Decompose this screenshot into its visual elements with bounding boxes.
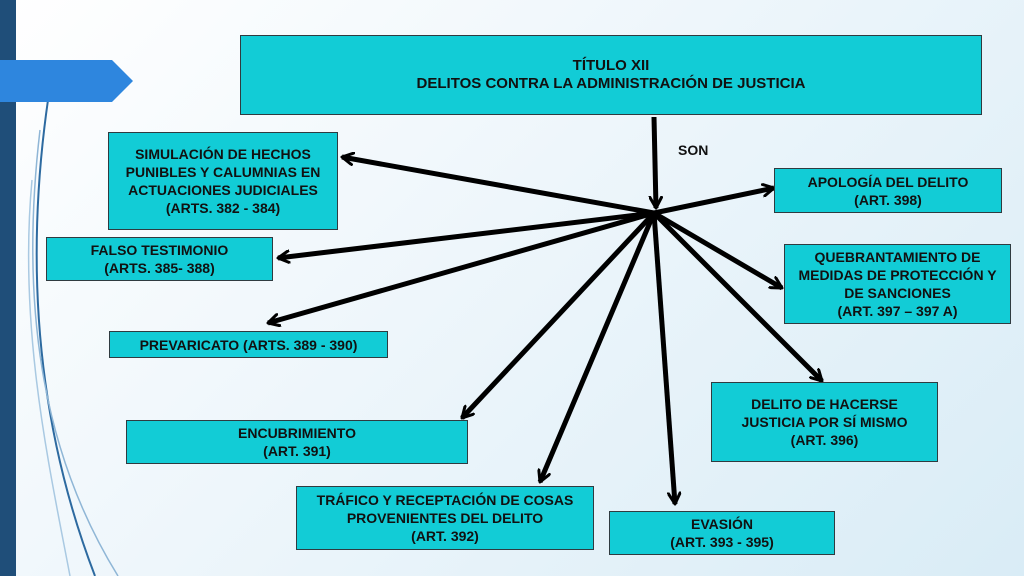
node-text: DE SANCIONES [844,285,951,301]
arrow-to-trafico [540,212,657,482]
node-encubrimiento: ENCUBRIMIENTO (ART. 391) [126,420,468,464]
title-line-2: DELITOS CONTRA LA ADMINISTRACIÓN DE JUST… [416,75,806,92]
node-quebrantamiento: QUEBRANTAMIENTO DE MEDIDAS DE PROTECCIÓN… [784,244,1011,324]
arrow-title-to-hub [654,116,656,208]
node-falso-testimonio: FALSO TESTIMONIO (ARTS. 385- 388) [46,237,273,281]
node-text: EVASIÓN [691,516,753,532]
node-text: (ART. 392) [411,528,479,544]
son-label: SON [678,142,709,158]
node-text: SIMULACIÓN DE HECHOS [135,146,311,162]
node-text: (ARTS. 385- 388) [104,260,215,276]
node-text: ENCUBRIMIENTO [238,425,356,441]
node-text: (ART. 397 – 397 A) [837,303,958,319]
node-text: JUSTICIA POR SÍ MISMO [741,414,908,430]
arrow-to-evasion [651,212,675,504]
node-apologia: APOLOGÍA DEL DELITO (ART. 398) [774,168,1002,213]
node-text: FALSO TESTIMONIO [90,242,229,258]
node-prevaricato: PREVARICATO (ARTS. 389 - 390) [109,331,388,358]
node-text: PREVARICATO (ARTS. 389 - 390) [139,336,358,353]
arrow-to-hacerse-justicia [652,211,824,383]
node-evasion: EVASIÓN (ART. 393 - 395) [609,511,835,555]
node-text: (ART. 391) [263,443,331,459]
arrow-to-falso-testimonio [278,210,655,258]
node-hacerse-justicia: DELITO DE HACERSE JUSTICIA POR SÍ MISMO … [711,382,938,462]
arrow-to-simulacion [342,157,655,216]
node-text: (ART. 396) [790,432,859,448]
node-text: (ART. 393 - 395) [670,534,774,550]
node-text: MEDIDAS DE PROTECCIÓN Y [798,267,997,283]
title-line-1: TÍTULO XII [572,57,650,74]
arrow-to-quebrantamiento [652,210,782,291]
node-trafico: TRÁFICO Y RECEPTACIÓN DE COSAS PROVENIEN… [296,486,594,550]
node-text: APOLOGÍA DEL DELITO [807,173,969,190]
node-simulacion: SIMULACIÓN DE HECHOS PUNIBLES Y CALUMNIA… [108,132,338,230]
node-text: (ART. 398) [854,191,922,208]
slide-arrow-tab [0,60,133,102]
node-text: PUNIBLES Y CALUMNIAS EN [125,164,321,180]
decorative-curves [27,99,119,576]
slide-left-bar [0,0,16,576]
node-text: PROVENIENTES DEL DELITO [346,510,544,526]
arrow-to-apologia [653,188,774,216]
arrow-to-prevaricato [268,210,655,323]
title-box: TÍTULO XII DELITOS CONTRA LA ADMINISTRAC… [240,35,982,115]
node-text: (ARTS. 382 - 384) [165,200,281,216]
node-text: TRÁFICO Y RECEPTACIÓN DE COSAS [316,492,574,508]
node-text: ACTUACIONES JUDICIALES [128,182,318,198]
arrow-to-encubrimiento [460,211,656,420]
node-text: QUEBRANTAMIENTO DE [814,249,981,265]
node-text: DELITO DE HACERSE [751,396,898,412]
